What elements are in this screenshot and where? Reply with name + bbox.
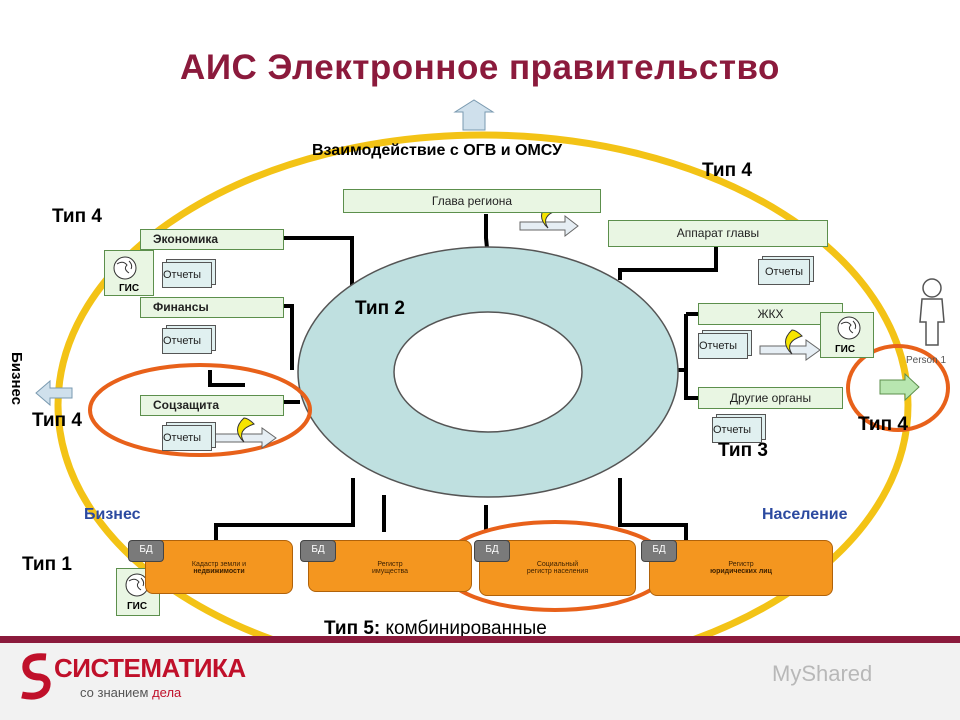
- register-line1: Социальный: [536, 561, 579, 568]
- reports-label: Отчеты: [712, 417, 762, 443]
- reports-label: Отчеты: [698, 333, 748, 359]
- type-label: Тип 1: [22, 554, 72, 575]
- register-line1: Кадастр земли и: [191, 561, 247, 568]
- logo-tagline: со знанием дела: [80, 685, 181, 700]
- node-social: Соцзащита: [140, 395, 284, 416]
- interaction-label: Взаимодействие с ОГВ и ОМСУ: [312, 142, 563, 159]
- type-label: Тип 3: [718, 440, 768, 461]
- watermark: MyShared: [772, 661, 873, 686]
- highlight-person: [846, 344, 950, 432]
- type-5-bold: Тип 5:: [324, 618, 381, 639]
- data-flow-icon-zhkh: [759, 329, 821, 361]
- business-label: Бизнес: [84, 506, 141, 523]
- reports-label: Отчеты: [162, 262, 212, 288]
- db-label: БД: [139, 544, 153, 555]
- side-business-label: Бизнес: [8, 352, 25, 406]
- reports-label: Отчеты: [162, 328, 212, 354]
- node-apparatus: Аппарат главы: [608, 220, 828, 247]
- type-5-label: Тип 5: комбинированные: [324, 618, 547, 640]
- gis-box-economy: ГИС: [104, 250, 154, 296]
- node-head-of-region: Глава региона: [343, 189, 601, 213]
- type-label: Тип 4: [52, 206, 102, 227]
- register-cadastre: Кадастр земли и недвижимости: [145, 540, 293, 594]
- reports-label: Отчеты: [162, 425, 212, 451]
- gis-label: ГИС: [835, 344, 856, 355]
- reports-finance: Отчеты: [162, 325, 216, 354]
- type-5-text: комбинированные: [380, 618, 547, 639]
- reports-other: Отчеты: [712, 414, 766, 443]
- register-line2: регистр населения: [526, 568, 589, 575]
- node-zhkh: ЖКХ: [698, 303, 843, 325]
- footer: СИСТЕМАТИКА со знанием дела MyShared: [0, 643, 960, 720]
- footer-bar: [0, 636, 960, 643]
- register-line2: имущества: [371, 568, 409, 575]
- node-economy: Экономика: [140, 229, 284, 250]
- register-line2: недвижимости: [193, 568, 245, 575]
- up-arrow-icon: [453, 99, 495, 131]
- reports-social: Отчеты: [162, 422, 216, 451]
- logo-tagline-accent: дела: [152, 685, 182, 700]
- reports-label: Отчеты: [758, 259, 810, 285]
- sistematika-logo-icon: [21, 653, 51, 700]
- db-label: БД: [485, 544, 499, 555]
- globe-icon: [113, 256, 137, 280]
- db-icon: БД: [641, 540, 677, 562]
- register-line1: Регистр: [377, 561, 403, 568]
- type-label: Тип 4: [32, 410, 82, 431]
- person-label: Person 1: [906, 355, 947, 366]
- population-label: Население: [762, 506, 848, 523]
- db-icon: БД: [128, 540, 164, 562]
- register-legal: Регистр юридических лиц: [649, 540, 833, 596]
- reports-economy: Отчеты: [162, 259, 216, 288]
- right-arrow-icon: [879, 372, 920, 402]
- register-line1: Регистр: [728, 561, 754, 568]
- db-icon: БД: [300, 540, 336, 562]
- person-icon: [919, 278, 945, 346]
- db-label: БД: [652, 544, 666, 555]
- logo-name: СИСТЕМАТИКА: [54, 653, 246, 683]
- type-label: Тип 2: [355, 298, 405, 319]
- highlight-social: [88, 363, 312, 457]
- gis-label: ГИС: [127, 601, 148, 612]
- register-line2: юридических лиц: [710, 568, 772, 575]
- node-other-bodies: Другие органы: [698, 387, 843, 409]
- globe-icon: [837, 316, 861, 340]
- page-title: АИС Электронное правительство: [180, 48, 780, 87]
- central-ring-hole: [393, 311, 583, 433]
- register-social: Социальный регистр населения: [479, 540, 636, 596]
- gis-box-zhkh: ГИС: [820, 312, 874, 358]
- reports-zhkh: Отчеты: [698, 330, 752, 359]
- logo-tagline-plain: со знанием: [80, 685, 153, 700]
- node-finance: Финансы: [140, 297, 284, 318]
- db-label: БД: [311, 544, 325, 555]
- type-label: Тип 4: [858, 414, 908, 435]
- db-icon: БД: [474, 540, 510, 562]
- gis-label: ГИС: [119, 283, 140, 294]
- data-flow-icon-social: [214, 417, 277, 449]
- reports-apparatus: Отчеты: [758, 256, 814, 285]
- left-arrow-icon: [35, 379, 73, 407]
- type-label: Тип 4: [702, 160, 752, 181]
